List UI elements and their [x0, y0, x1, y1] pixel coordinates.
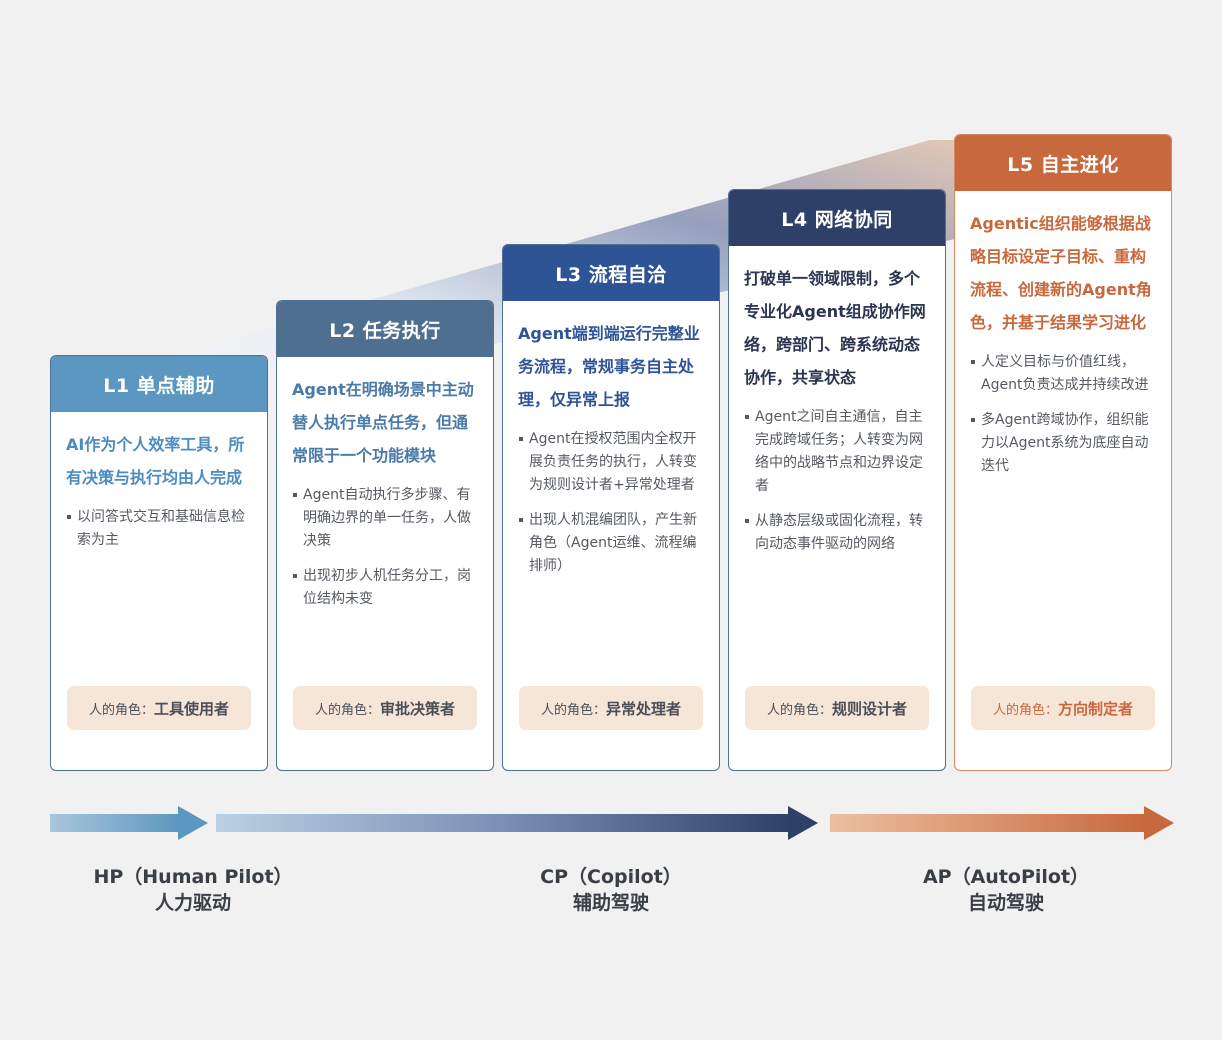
role-value: 工具使用者: [154, 699, 230, 718]
level-title: L1 单点辅助: [51, 356, 267, 412]
stage-cp: CP（Copilot） 辅助驾驶: [481, 864, 741, 916]
level-lead: Agentic组织能够根据战略目标设定子目标、重构流程、创建新的Agent角色，…: [970, 214, 1152, 332]
stage-name: AP（AutoPilot）: [922, 866, 1090, 888]
level-card-l1: L1 单点辅助 AI作为个人效率工具，所有决策与执行均由人完成 以问答式交互和基…: [50, 355, 268, 771]
level-title: L4 网络协同: [729, 190, 945, 246]
role-badge: 人的角色： 方向制定者: [971, 686, 1155, 730]
level-card-l4: L4 网络协同 打破单一领域限制，多个专业化Agent组成协作网络，跨部门、跨系…: [728, 189, 946, 771]
stage-ap: AP（AutoPilot） 自动驾驶: [876, 864, 1136, 916]
level-card-l2: L2 任务执行 Agent在明确场景中主动替人执行单点任务，但通常限于一个功能模…: [276, 300, 494, 771]
arrow-cp: [216, 806, 818, 840]
level-bullets: 人定义目标与价值红线，Agent负责达成并持续改进 多Agent跨域协作，组织能…: [971, 351, 1157, 478]
role-badge: 人的角色： 审批决策者: [293, 686, 477, 730]
role-value: 方向制定者: [1058, 699, 1134, 718]
stage-cn: 辅助驾驶: [572, 892, 649, 914]
level-bullets: Agent之间自主通信，自主完成跨域任务；人转变为网络中的战略节点和边界设定者 …: [745, 406, 931, 556]
role-label: 人的角色：: [540, 702, 606, 718]
role-value: 审批决策者: [380, 699, 456, 718]
list-item: 从静态层级或固化流程，转向动态事件驱动的网络: [745, 510, 931, 556]
level-lead: AI作为个人效率工具，所有决策与执行均由人完成: [66, 435, 245, 487]
role-badge: 人的角色： 异常处理者: [519, 686, 703, 730]
stage-name: CP（Copilot）: [540, 866, 682, 888]
arrow-hp: [50, 806, 208, 840]
level-lead: Agent在明确场景中主动替人执行单点任务，但通常限于一个功能模块: [292, 380, 474, 465]
role-value: 异常处理者: [606, 699, 682, 718]
list-item: 出现人机混编团队，产生新角色（Agent运维、流程编排师）: [519, 509, 705, 578]
level-title: L5 自主进化: [955, 135, 1171, 191]
level-bullets: Agent自动执行多步骤、有明确边界的单一任务，人做决策 出现初步人机任务分工，…: [293, 484, 479, 611]
stage-cn: 人力驱动: [154, 892, 231, 914]
role-label: 人的角色：: [992, 702, 1058, 718]
role-badge: 人的角色： 工具使用者: [67, 686, 251, 730]
level-title: L3 流程自洽: [503, 245, 719, 301]
list-item: Agent之间自主通信，自主完成跨域任务；人转变为网络中的战略节点和边界设定者: [745, 406, 931, 498]
list-item: 以问答式交互和基础信息检索为主: [67, 506, 253, 552]
list-item: 人定义目标与价值红线，Agent负责达成并持续改进: [971, 351, 1157, 397]
level-bullets: Agent在授权范围内全权开展负责任务的执行，人转变为规则设计者+异常处理者 出…: [519, 428, 705, 578]
level-lead: Agent端到端运行完整业务流程，常规事务自主处理，仅异常上报: [518, 324, 700, 409]
role-badge: 人的角色： 规则设计者: [745, 686, 929, 730]
list-item: Agent在授权范围内全权开展负责任务的执行，人转变为规则设计者+异常处理者: [519, 428, 705, 497]
level-card-l3: L3 流程自洽 Agent端到端运行完整业务流程，常规事务自主处理，仅异常上报 …: [502, 244, 720, 771]
arrow-ap: [830, 806, 1174, 840]
role-label: 人的角色：: [314, 702, 380, 718]
level-bullets: 以问答式交互和基础信息检索为主: [67, 506, 253, 552]
level-card-l5: L5 自主进化 Agentic组织能够根据战略目标设定子目标、重构流程、创建新的…: [954, 134, 1172, 771]
role-value: 规则设计者: [832, 699, 908, 718]
stage-name: HP（Human Pilot）: [93, 866, 293, 888]
role-label: 人的角色：: [88, 702, 154, 718]
stage-hp: HP（Human Pilot） 人力驱动: [63, 864, 323, 916]
role-label: 人的角色：: [766, 702, 832, 718]
level-title: L2 任务执行: [277, 301, 493, 357]
list-item: 出现初步人机任务分工，岗位结构未变: [293, 565, 479, 611]
level-lead: 打破单一领域限制，多个专业化Agent组成协作网络，跨部门、跨系统动态协作，共享…: [744, 269, 926, 387]
list-item: 多Agent跨域协作，组织能力以Agent系统为底座自动迭代: [971, 409, 1157, 478]
list-item: Agent自动执行多步骤、有明确边界的单一任务，人做决策: [293, 484, 479, 553]
stage-cn: 自动驾驶: [967, 892, 1044, 914]
